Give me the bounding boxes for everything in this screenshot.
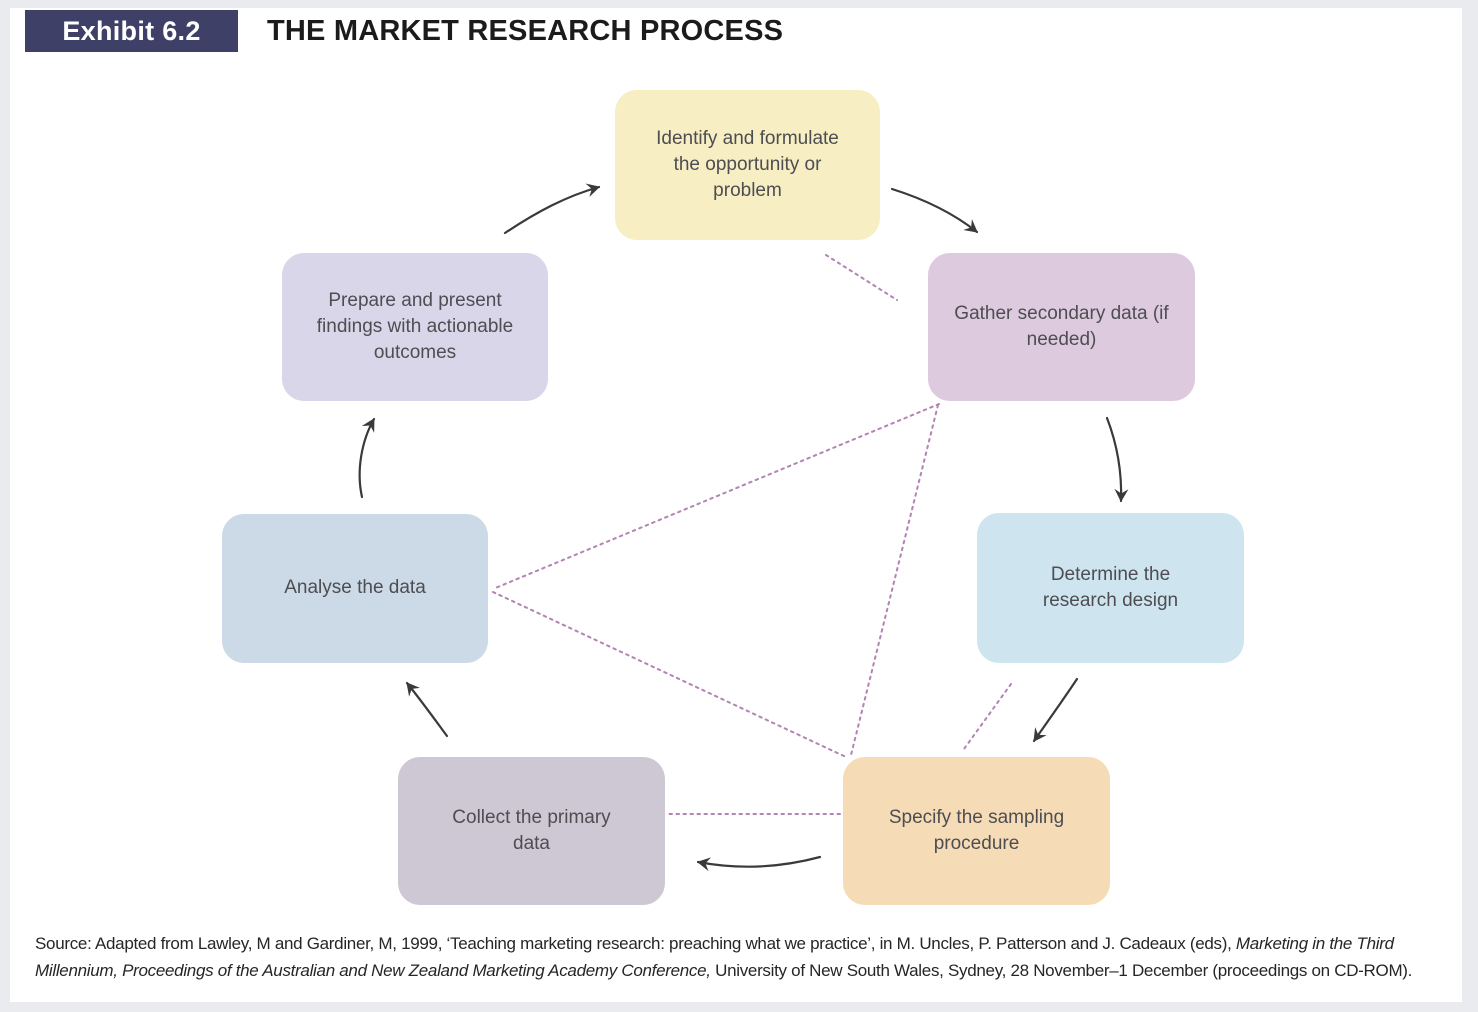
node-identify: Identify and formulate the opportunity o… bbox=[615, 90, 880, 240]
node-collect-label: Collect the primary data bbox=[452, 806, 611, 854]
node-specify-label: Specify the sampling procedure bbox=[888, 806, 1065, 854]
node-gather: Gather secondary data (if needed) bbox=[928, 253, 1195, 401]
node-determine-label: Determine the research design bbox=[1042, 563, 1179, 611]
node-gather-label: Gather secondary data (if needed) bbox=[954, 302, 1169, 350]
node-prepare: Prepare and present findings with action… bbox=[282, 253, 548, 401]
node-specify: Specify the sampling procedure bbox=[843, 757, 1110, 905]
source-segment: Source: Adapted from Lawley, M and Gardi… bbox=[35, 934, 1236, 953]
node-collect: Collect the primary data bbox=[398, 757, 665, 905]
exhibit-label: Exhibit 6.2 bbox=[62, 15, 201, 46]
node-identify-label: Identify and formulate the opportunity o… bbox=[656, 127, 839, 202]
source-segment: Marketing in the Third Millennium, Proce… bbox=[35, 934, 1394, 981]
source-segment: University of New South Wales, Sydney, 2… bbox=[710, 961, 1413, 981]
node-analyse: Analyse the data bbox=[222, 514, 488, 663]
node-prepare-label: Prepare and present findings with action… bbox=[316, 289, 514, 364]
node-analyse-label: Analyse the data bbox=[284, 577, 426, 599]
exhibit-badge: Exhibit 6.2 bbox=[25, 10, 238, 52]
source-citation: Source: Adapted from Lawley, M and Gardi… bbox=[35, 930, 1423, 984]
node-determine: Determine the research design bbox=[977, 513, 1244, 663]
figure-title: THE MARKET RESEARCH PROCESS bbox=[267, 14, 784, 47]
